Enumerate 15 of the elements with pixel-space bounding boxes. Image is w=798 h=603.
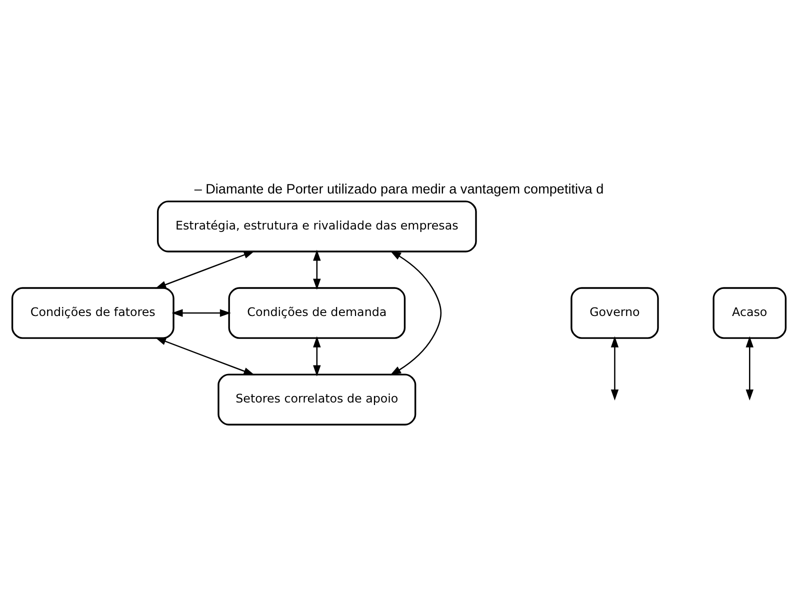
arrow (155, 336, 255, 375)
diagram-title: – Diamante de Porter utilizado para medir a vantagem competitiva d (194, 181, 604, 196)
node-box: Governo (570, 286, 659, 338)
arrow (313, 249, 321, 290)
node-box: Condições de fatores (11, 286, 174, 338)
arrow (390, 250, 442, 375)
arrow (155, 250, 255, 288)
arrow (172, 308, 231, 316)
arrow (746, 336, 754, 400)
node-box: Acaso (712, 286, 787, 338)
node-box: Setores correlatos de apoio (218, 373, 416, 425)
arrow (610, 336, 619, 400)
node-box: Estratégia, estrutura e rivalidade das empresas (156, 200, 477, 252)
node-box: Condições de demanda (228, 286, 406, 338)
arrow (313, 336, 321, 376)
